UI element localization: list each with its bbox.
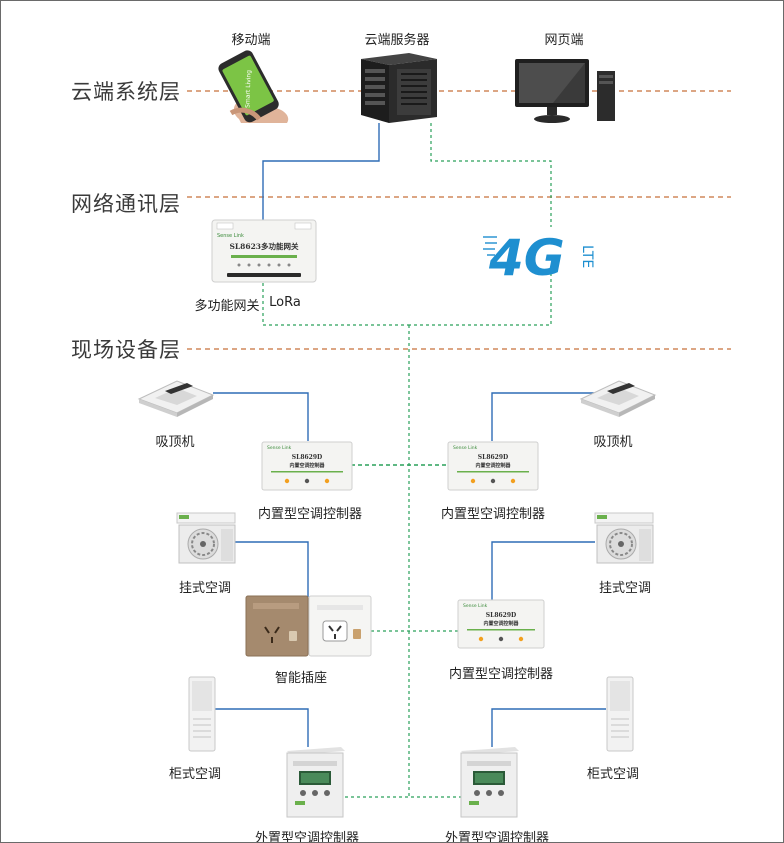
ctrl-3-model: SL8629D	[486, 612, 516, 619]
multifunction-gateway-device: Sense Link SL8623多功能网关	[211, 219, 317, 283]
wall-ac-right-label: 挂式空调	[598, 581, 652, 596]
gateway-brand: Sense Link	[217, 233, 244, 239]
ctrl-3-brand: Sense Link	[463, 603, 488, 609]
external-controller-1-device	[286, 747, 345, 818]
builtin-controller-3-label: 内置型空调控制器	[448, 667, 554, 682]
gateway-bus-link	[262, 283, 409, 326]
external-controller-2-label: 外置型空调控制器	[444, 831, 550, 843]
gateway-label: 多功能网关	[194, 299, 260, 314]
wall-ac-left-icon	[176, 512, 236, 564]
ceiling-ac-right-label: 吸顶机	[593, 435, 633, 450]
ctrl-1-brand: Sense Link	[267, 445, 292, 451]
server-lte-link	[430, 123, 552, 227]
ceiling-ac-left-label: 吸顶机	[155, 435, 195, 450]
mobile-label: 移动端	[231, 33, 271, 48]
floor-ac-right-label: 柜式空调	[586, 767, 640, 782]
ctrl-2-brand: Sense Link	[453, 445, 478, 451]
server-label: 云端服务器	[364, 33, 430, 48]
ctrl-1-name: 内置空调控制器	[289, 462, 325, 469]
floor-ac-right-icon	[606, 676, 634, 752]
mobile-phone-icon: Smart Living	[218, 50, 289, 123]
phone-screen-text: Smart Living	[244, 70, 252, 108]
external-controller-2-device	[460, 747, 519, 818]
ctrl-1-model: SL8629D	[292, 454, 322, 461]
ctrl-2-name: 内置空调控制器	[475, 462, 511, 469]
builtin-controller-3-device: Sense Link SL8629D 内置空调控制器	[457, 599, 545, 649]
cloud-server-icon	[361, 53, 437, 123]
builtin-controller-2-device: Sense Link SL8629D 内置空调控制器	[447, 441, 539, 491]
lora-label: LoRa	[269, 295, 301, 310]
external-controller-1-label: 外置型空调控制器	[254, 831, 360, 843]
web-label: 网页端	[544, 33, 584, 48]
ceiling-ac-left-icon	[137, 380, 215, 417]
smart-socket-device	[245, 595, 372, 657]
ctrl-3-name: 内置空调控制器	[483, 620, 519, 627]
ctrl-2-model: SL8629D	[478, 454, 508, 461]
wall-ac-left-label: 挂式空调	[178, 581, 232, 596]
link-ceiling-left	[213, 392, 309, 441]
link-wall-right	[491, 541, 595, 601]
floor-ac-left-label: 柜式空调	[168, 767, 222, 782]
lte-4g-logo: 4G LTE	[483, 229, 595, 281]
link-floor-right	[491, 708, 606, 747]
gateway-model: SL8623多功能网关	[229, 241, 299, 251]
link-floor-left	[214, 708, 309, 747]
network-layer-title: 网络通讯层	[71, 192, 181, 216]
web-desktop-icon	[515, 59, 615, 123]
floor-ac-left-icon	[188, 676, 216, 752]
server-gateway-link	[262, 123, 380, 221]
link-wall-left	[233, 541, 309, 597]
field-layer-title: 现场设备层	[71, 338, 181, 362]
builtin-controller-1-label: 内置型空调控制器	[257, 507, 363, 522]
builtin-controller-1-device: Sense Link SL8629D 内置空调控制器	[261, 441, 353, 491]
cloud-layer-title: 云端系统层	[71, 80, 181, 104]
wall-ac-right-icon	[594, 512, 654, 564]
builtin-controller-2-label: 内置型空调控制器	[440, 507, 546, 522]
lte-bus-link	[409, 273, 552, 326]
lte-sub-text: LTE	[579, 245, 595, 268]
lte-main-text: 4G	[488, 229, 565, 281]
ceiling-ac-right-icon	[579, 380, 657, 417]
smart-socket-label: 智能插座	[274, 671, 328, 686]
link-ceiling-right	[491, 392, 594, 441]
